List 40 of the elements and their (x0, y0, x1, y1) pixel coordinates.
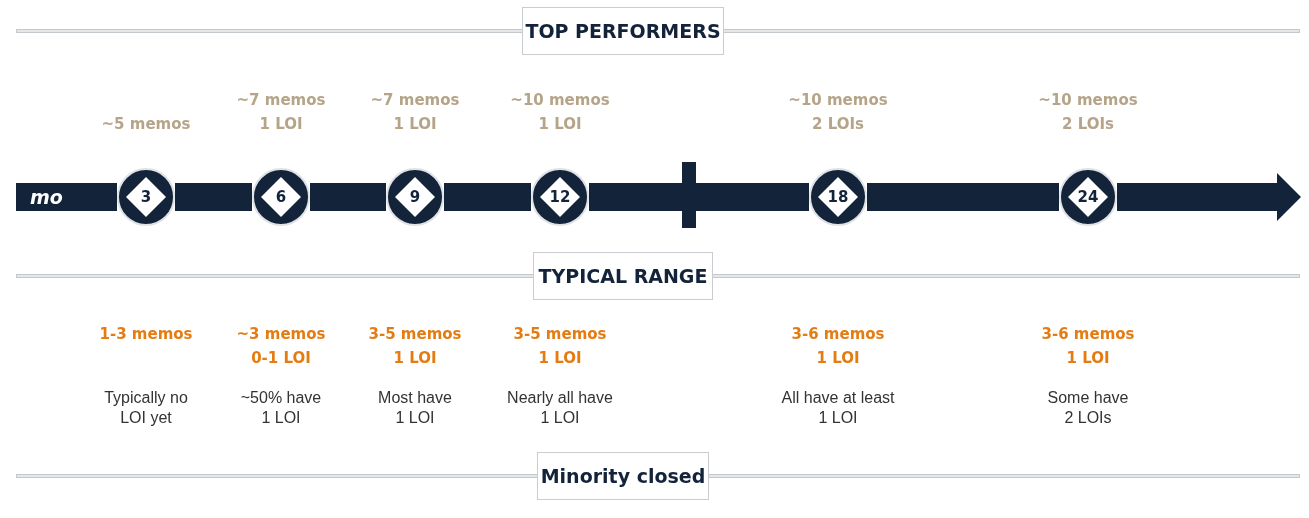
section-heading: TOP PERFORMERS (522, 7, 724, 55)
top-performer-note: ~7 memos 1 LOI (235, 90, 327, 135)
typical-range-note: 3-6 memos 1 LOI (790, 324, 886, 369)
description-note: Most have 1 LOI (377, 388, 453, 428)
top-performer-note: ~7 memos 1 LOI (369, 90, 461, 135)
milestone-number: 12 (548, 187, 572, 208)
milestone-number: 3 (139, 187, 153, 208)
timeline-segment (175, 183, 252, 211)
section-heading: TYPICAL RANGE (533, 252, 713, 300)
description-note: All have at least 1 LOI (780, 388, 896, 428)
typical-range-note: 3-5 memos 1 LOI (512, 324, 608, 369)
milestone-marker (531, 168, 589, 226)
milestone-marker (252, 168, 310, 226)
timeline-segment (589, 183, 809, 211)
timeline-segment (444, 183, 531, 211)
timeline-segment (867, 183, 1059, 211)
typical-range-note: 3-6 memos 1 LOI (1040, 324, 1136, 369)
section-heading: Minority closed (537, 452, 709, 500)
milestone-number: 6 (274, 187, 288, 208)
description-note: ~50% have 1 LOI (239, 388, 323, 428)
top-performer-note: ~10 memos 2 LOIs (1038, 90, 1138, 135)
milestone-marker (386, 168, 444, 226)
top-performer-note: ~10 memos 2 LOIs (788, 90, 888, 135)
milestone-number: 24 (1076, 187, 1100, 208)
typical-range-note: ~3 memos 0-1 LOI (235, 324, 327, 369)
timeline-arrow (1117, 173, 1301, 221)
milestone-marker (1059, 168, 1117, 226)
milestone-marker (117, 168, 175, 226)
axis-label: mo (30, 185, 63, 209)
typical-range-note: 1-3 memos (98, 324, 194, 345)
description-note: Nearly all have 1 LOI (506, 388, 614, 428)
milestone-number: 18 (826, 187, 850, 208)
top-performer-note: ~10 memos 1 LOI (510, 90, 610, 135)
typical-range-note: 3-5 memos 1 LOI (367, 324, 463, 369)
description-note: Typically no LOI yet (103, 388, 189, 428)
top-performer-note: ~5 memos (100, 114, 192, 135)
timeline-segment (310, 183, 386, 211)
milestone-number: 9 (408, 187, 422, 208)
milestone-marker (809, 168, 867, 226)
description-note: Some have 2 LOIs (1046, 388, 1130, 428)
